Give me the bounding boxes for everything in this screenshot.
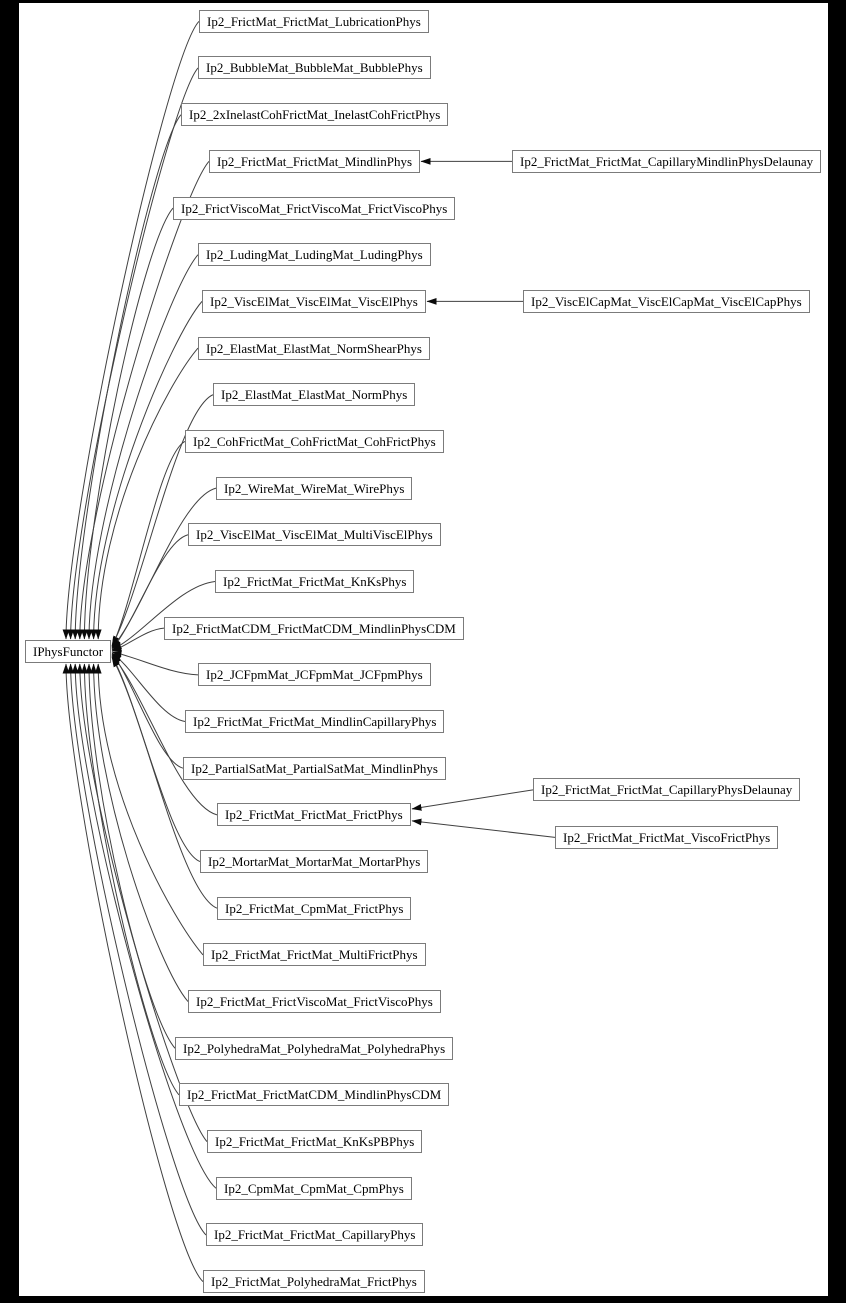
- class-node[interactable]: Ip2_FrictMat_CpmMat_FrictPhys: [217, 897, 412, 920]
- class-node[interactable]: Ip2_FrictMat_FrictMat_CapillaryPhys: [206, 1223, 424, 1246]
- class-node[interactable]: Ip2_FrictMat_FrictMat_KnKsPhys: [215, 570, 415, 593]
- class-node[interactable]: Ip2_BubbleMat_BubbleMat_BubblePhys: [198, 56, 431, 79]
- class-node[interactable]: Ip2_FrictMat_FrictMat_CapillaryMindlinPh…: [512, 150, 822, 173]
- class-node[interactable]: Ip2_WireMat_WireMat_WirePhys: [216, 477, 413, 500]
- class-node[interactable]: Ip2_FrictMat_FrictMat_LubricationPhys: [199, 10, 429, 33]
- class-node[interactable]: Ip2_MortarMat_MortarMat_MortarPhys: [200, 850, 429, 873]
- class-node[interactable]: Ip2_FrictMat_FrictMat_MindlinPhys: [209, 150, 420, 173]
- class-node[interactable]: Ip2_ViscElMat_ViscElMat_MultiViscElPhys: [188, 523, 441, 546]
- class-node[interactable]: Ip2_FrictMat_FrictMat_ViscoFrictPhys: [555, 826, 779, 849]
- class-node[interactable]: Ip2_FrictMat_FrictMat_MultiFrictPhys: [203, 943, 426, 966]
- class-node[interactable]: Ip2_ElastMat_ElastMat_NormShearPhys: [198, 337, 430, 360]
- class-node[interactable]: Ip2_FrictMatCDM_FrictMatCDM_MindlinPhysC…: [164, 617, 464, 640]
- class-node[interactable]: Ip2_PartialSatMat_PartialSatMat_MindlinP…: [183, 757, 446, 780]
- class-node[interactable]: Ip2_ElastMat_ElastMat_NormPhys: [213, 383, 416, 406]
- class-node[interactable]: Ip2_FrictMat_FrictMatCDM_MindlinPhysCDM: [179, 1083, 450, 1106]
- class-node[interactable]: Ip2_2xInelastCohFrictMat_InelastCohFrict…: [181, 103, 449, 126]
- class-node[interactable]: Ip2_ViscElMat_ViscElMat_ViscElPhys: [202, 290, 426, 313]
- class-node[interactable]: Ip2_FrictMat_FrictMat_KnKsPBPhys: [207, 1130, 423, 1153]
- class-node[interactable]: Ip2_FrictMat_FrictMat_FrictPhys: [217, 803, 411, 826]
- class-node[interactable]: Ip2_JCFpmMat_JCFpmMat_JCFpmPhys: [198, 663, 431, 686]
- class-node[interactable]: Ip2_CohFrictMat_CohFrictMat_CohFrictPhys: [185, 430, 444, 453]
- class-node[interactable]: Ip2_PolyhedraMat_PolyhedraMat_PolyhedraP…: [175, 1037, 454, 1060]
- class-node[interactable]: Ip2_LudingMat_LudingMat_LudingPhys: [198, 243, 431, 266]
- class-node[interactable]: Ip2_FrictViscoMat_FrictViscoMat_FrictVis…: [173, 197, 456, 220]
- class-node[interactable]: Ip2_CpmMat_CpmMat_CpmPhys: [216, 1177, 412, 1200]
- root-class-node[interactable]: IPhysFunctor: [25, 640, 112, 663]
- class-node[interactable]: Ip2_FrictMat_FrictViscoMat_FrictViscoPhy…: [188, 990, 441, 1013]
- class-node[interactable]: Ip2_FrictMat_FrictMat_MindlinCapillaryPh…: [185, 710, 445, 733]
- class-node[interactable]: Ip2_FrictMat_PolyhedraMat_FrictPhys: [203, 1270, 425, 1293]
- class-node[interactable]: Ip2_FrictMat_FrictMat_CapillaryPhysDelau…: [533, 778, 801, 801]
- class-node[interactable]: Ip2_ViscElCapMat_ViscElCapMat_ViscElCapP…: [523, 290, 810, 313]
